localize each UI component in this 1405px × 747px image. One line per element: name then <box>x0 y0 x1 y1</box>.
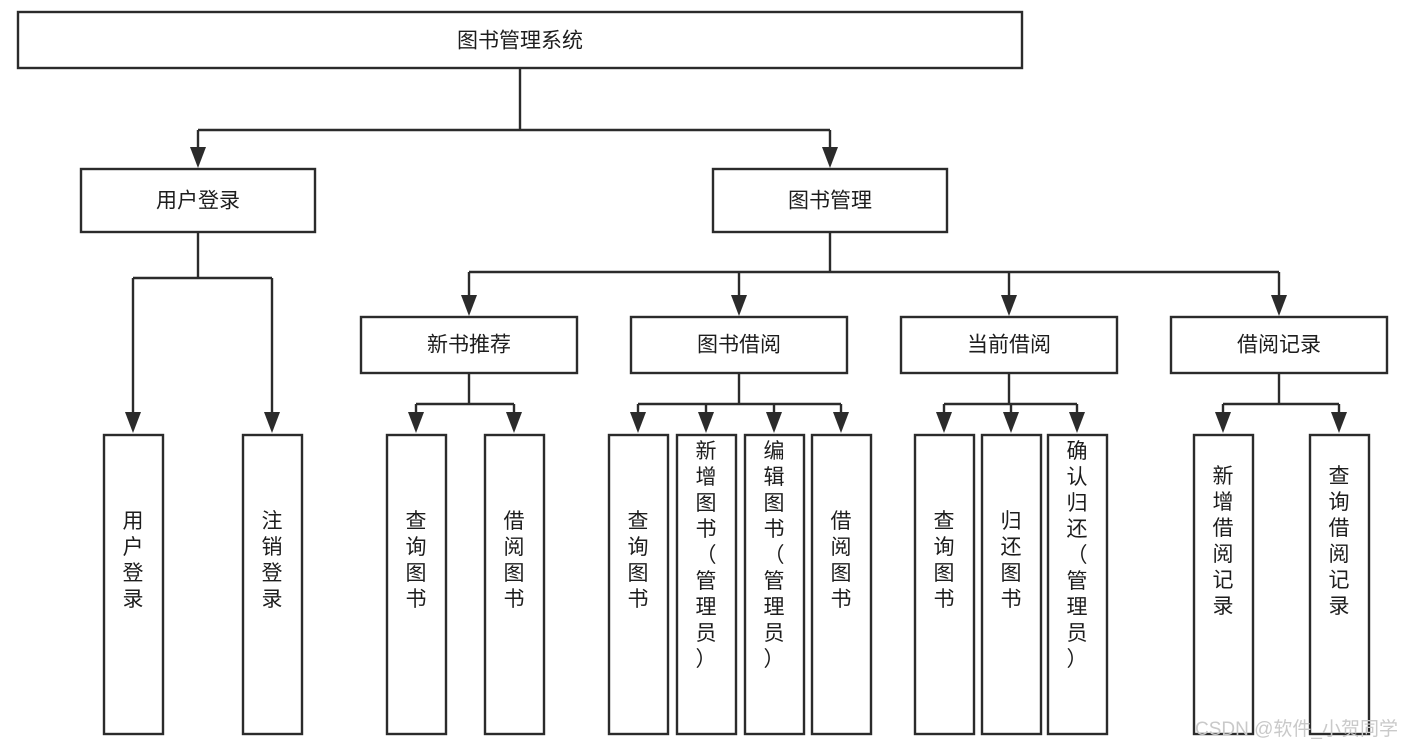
node-current-borrow-label: 当前借阅 <box>967 334 1051 357</box>
arrowhead-leaf-add-book <box>698 412 714 433</box>
node-book-management-label: 图书管理 <box>788 190 872 213</box>
node-book-borrow-label: 图书借阅 <box>697 334 781 357</box>
node-new-book-recommend-label: 新书推荐 <box>427 334 511 357</box>
node-leaf-user-login[interactable]: 用户登录 <box>102 433 165 736</box>
node-leaf-edit-book-box[interactable] <box>743 433 806 736</box>
node-leaf-add-record-box[interactable] <box>1192 433 1255 736</box>
node-leaf-return-book[interactable]: 归还图书 <box>980 433 1043 736</box>
arrowhead-book-borrow <box>731 295 747 316</box>
node-leaf-return-book-label: 归还图书 <box>1001 510 1022 611</box>
node-current-borrow-box[interactable] <box>899 315 1119 375</box>
node-leaf-return-book-box[interactable] <box>980 433 1043 736</box>
arrowhead-leaf-confirm-return <box>1069 412 1085 433</box>
node-leaf-add-record-label: 新增借阅记录 <box>1213 465 1234 618</box>
node-leaf-edit-book[interactable]: 编辑图书（管理员） <box>743 433 806 736</box>
node-leaf-user-login-label: 用户登录 <box>123 510 144 611</box>
node-root-label: 图书管理系统 <box>457 30 583 53</box>
node-borrow-record[interactable]: 借阅记录 <box>1169 315 1389 375</box>
arrowhead-leaf-query-book-1 <box>408 412 424 433</box>
node-leaf-borrow-book-2-label: 借阅图书 <box>831 510 852 611</box>
node-leaf-confirm-return[interactable]: 确认归还（管理员） <box>1046 433 1109 736</box>
node-leaf-borrow-book-2-box[interactable] <box>810 433 873 736</box>
node-leaf-query-book-3[interactable]: 查询图书 <box>913 433 976 736</box>
node-leaf-confirm-return-label: 确认归还（管理员） <box>1067 440 1088 671</box>
node-new-book-recommend-box[interactable] <box>359 315 579 375</box>
node-leaf-borrow-book-2[interactable]: 借阅图书 <box>810 433 873 736</box>
node-book-borrow[interactable]: 图书借阅 <box>629 315 849 375</box>
node-leaf-edit-book-label: 编辑图书（管理员） <box>764 440 785 671</box>
node-leaf-borrow-book-1[interactable]: 借阅图书 <box>483 433 546 736</box>
arrowhead-book-management <box>822 147 838 168</box>
node-user-login-box[interactable] <box>79 167 317 234</box>
node-leaf-add-book-label: 新增图书（管理员） <box>696 440 717 671</box>
node-leaf-add-book-box[interactable] <box>675 433 738 736</box>
arrowhead-leaf-borrow-book-1 <box>506 412 522 433</box>
node-new-book-recommend[interactable]: 新书推荐 <box>359 315 579 375</box>
arrowhead-borrow-record <box>1271 295 1287 316</box>
node-leaf-query-book-3-box[interactable] <box>913 433 976 736</box>
node-leaf-user-logout-box[interactable] <box>241 433 304 736</box>
node-user-login[interactable]: 用户登录 <box>79 167 317 234</box>
node-current-borrow[interactable]: 当前借阅 <box>899 315 1119 375</box>
node-root-system[interactable]: 图书管理系统 <box>16 10 1024 70</box>
node-book-management-box[interactable] <box>711 167 949 234</box>
connector-layer <box>125 68 1347 433</box>
arrowhead-leaf-edit-book <box>766 412 782 433</box>
csdn-watermark: CSDN @软件_小贺同学 <box>1195 718 1398 740</box>
arrowhead-leaf-query-book-2 <box>630 412 646 433</box>
node-leaf-query-record-box[interactable] <box>1308 433 1371 736</box>
node-leaf-query-book-1[interactable]: 查询图书 <box>385 433 448 736</box>
arrowhead-current-borrow <box>1001 295 1017 316</box>
node-leaf-query-book-1-box[interactable] <box>385 433 448 736</box>
node-book-management[interactable]: 图书管理 <box>711 167 949 234</box>
node-leaf-query-book-2-box[interactable] <box>607 433 670 736</box>
node-borrow-record-box[interactable] <box>1169 315 1389 375</box>
arrowhead-leaf-user-login <box>125 412 141 433</box>
arrowhead-leaf-query-book-3 <box>936 412 952 433</box>
arrowhead-leaf-user-logout <box>264 412 280 433</box>
arrowhead-leaf-query-record <box>1331 412 1347 433</box>
node-leaf-user-logout[interactable]: 注销登录 <box>241 433 304 736</box>
node-leaf-query-record-label: 查询借阅记录 <box>1329 465 1350 618</box>
arrowhead-user-login <box>190 147 206 168</box>
node-leaf-query-book-2[interactable]: 查询图书 <box>607 433 670 736</box>
node-leaf-query-book-3-label: 查询图书 <box>934 510 955 611</box>
node-borrow-record-label: 借阅记录 <box>1237 334 1321 357</box>
node-root-box[interactable] <box>16 10 1024 70</box>
node-leaf-query-book-1-label: 查询图书 <box>406 510 427 611</box>
node-user-login-label: 用户登录 <box>156 190 240 213</box>
arrowhead-leaf-add-record <box>1215 412 1231 433</box>
node-book-borrow-box[interactable] <box>629 315 849 375</box>
arrowhead-new-book-recommend <box>461 295 477 316</box>
node-leaf-user-login-box[interactable] <box>102 433 165 736</box>
node-leaf-add-record[interactable]: 新增借阅记录 <box>1192 433 1255 736</box>
node-leaf-borrow-book-1-box[interactable] <box>483 433 546 736</box>
arrowhead-leaf-borrow-book-2 <box>833 412 849 433</box>
arrowhead-leaf-return-book <box>1003 412 1019 433</box>
node-leaf-query-record[interactable]: 查询借阅记录 <box>1308 433 1371 736</box>
node-leaf-add-book[interactable]: 新增图书（管理员） <box>675 433 738 736</box>
node-leaf-user-logout-label: 注销登录 <box>262 510 283 611</box>
node-leaf-query-book-2-label: 查询图书 <box>628 510 649 611</box>
node-leaf-confirm-return-box[interactable] <box>1046 433 1109 736</box>
node-leaf-borrow-book-1-label: 借阅图书 <box>504 510 525 611</box>
